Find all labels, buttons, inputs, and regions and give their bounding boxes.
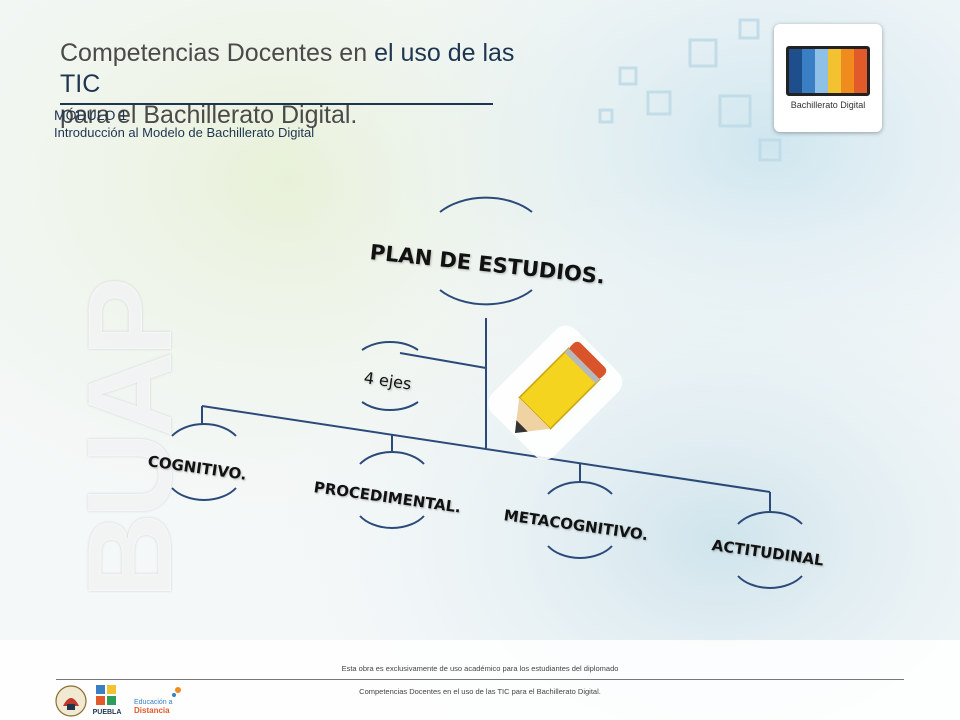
puebla-label: PUEBLA <box>93 709 122 716</box>
logo-color-strip <box>802 49 815 93</box>
title-divider <box>60 103 493 105</box>
branch-bar <box>201 405 771 493</box>
page-title: Competencias Docentes en el uso de las T… <box>60 38 520 131</box>
footer-text: Competencias Docentes en el uso de las T… <box>359 687 601 696</box>
logo-text: Bachillerato Digital <box>790 100 866 110</box>
buap-seal-icon <box>55 685 87 717</box>
diagram-connectors <box>171 196 803 589</box>
logo-color-strip <box>854 49 867 93</box>
connector-line <box>399 352 487 369</box>
root-arc-top <box>439 196 533 213</box>
module-label: MÓDULO 1 <box>54 107 128 123</box>
footer-divider <box>56 679 904 680</box>
connector-arc-top <box>361 340 419 351</box>
branch-arc-bottom-1 <box>171 487 237 501</box>
pencil-icon <box>488 325 623 460</box>
branch-arc-top-1 <box>171 423 237 437</box>
title-bold: el uso de las TIC <box>60 39 515 98</box>
module-subtitle: Introducción al Modelo de Bachillerato D… <box>54 125 315 140</box>
logo-color-strip <box>828 49 841 93</box>
logo-screen-icon <box>786 46 870 96</box>
distancia-label: Distancia <box>134 706 170 715</box>
branch-arc-top-2 <box>359 451 425 465</box>
branch-arc-bottom-2 <box>359 515 425 529</box>
branch-arc-bottom-4 <box>737 575 803 589</box>
title-plain: Competencias Docentes en <box>60 39 375 67</box>
title-line2: para el Bachillerato Digital. <box>60 101 358 129</box>
educacion-label: Educación a <box>134 699 173 706</box>
puebla-logo: PUEBLA <box>93 685 122 716</box>
logo-color-strip <box>789 49 802 93</box>
footer-note: Esta obra es exclusivamente de uso acadé… <box>341 664 619 673</box>
branch-arc-top-4 <box>737 511 803 525</box>
branch-arc-bottom-3 <box>547 545 613 559</box>
connector-arc-bottom <box>361 401 419 412</box>
branch-arc-top-3 <box>547 481 613 495</box>
logo-color-strip <box>841 49 854 93</box>
root-arc-bottom <box>439 289 533 306</box>
educacion-a-distancia-logo: Educación a Distancia <box>134 687 181 715</box>
logo-color-strip <box>815 49 828 93</box>
bachillerato-digital-logo: Bachillerato Digital <box>774 24 882 132</box>
